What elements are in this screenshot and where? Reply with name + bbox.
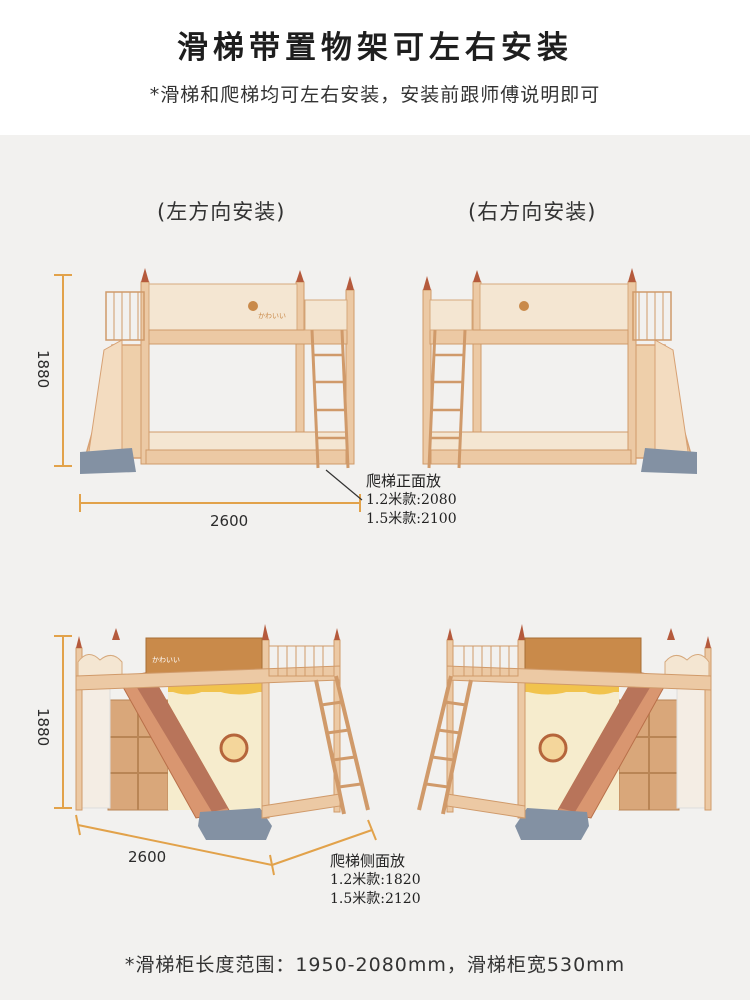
bed-side-left: かわいい: [54, 624, 377, 876]
front-ladder-size-2: 1.5米款:2100: [366, 511, 457, 527]
bed-side-right: [417, 624, 712, 840]
width-label-bottom: 2600: [128, 848, 167, 866]
side-ladder-heading: 爬梯侧面放: [330, 852, 406, 870]
front-ladder-heading: 爬梯正面放: [366, 472, 442, 490]
headboard-text-1: かわいい: [258, 312, 286, 320]
front-ladder-size-1: 1.2米款:2080: [366, 492, 457, 508]
bed-front-left: かわいい: [54, 268, 363, 512]
side-ladder-size-1: 1.2米款:1820: [330, 872, 421, 888]
height-label-bottom: 1880: [34, 708, 52, 747]
right-install-label: (右方向安装): [468, 200, 597, 224]
header-banner: 滑梯带置物架可左右安装 *滑梯和爬梯均可左右安装，安装前跟师傅说明即可: [0, 0, 750, 135]
page-subtitle: *滑梯和爬梯均可左右安装，安装前跟师傅说明即可: [149, 84, 601, 106]
side-ladder-size-2: 1.5米款:2120: [330, 891, 421, 907]
front-ladder-note: 爬梯正面放 1.2米款:2080 1.5米款:2100: [366, 472, 457, 529]
headboard-text-2: かわいい: [152, 656, 180, 664]
footer-note: *滑梯柜长度范围：1950-2080mm，滑梯柜宽530mm: [124, 954, 626, 976]
height-label-top: 1880: [34, 350, 52, 389]
bed-front-right: [422, 268, 697, 474]
side-ladder-note: 爬梯侧面放 1.2米款:1820 1.5米款:2120: [330, 852, 421, 909]
left-install-label: (左方向安装): [157, 200, 286, 224]
page-title: 滑梯带置物架可左右安装: [177, 30, 573, 66]
width-label-top: 2600: [210, 512, 249, 530]
